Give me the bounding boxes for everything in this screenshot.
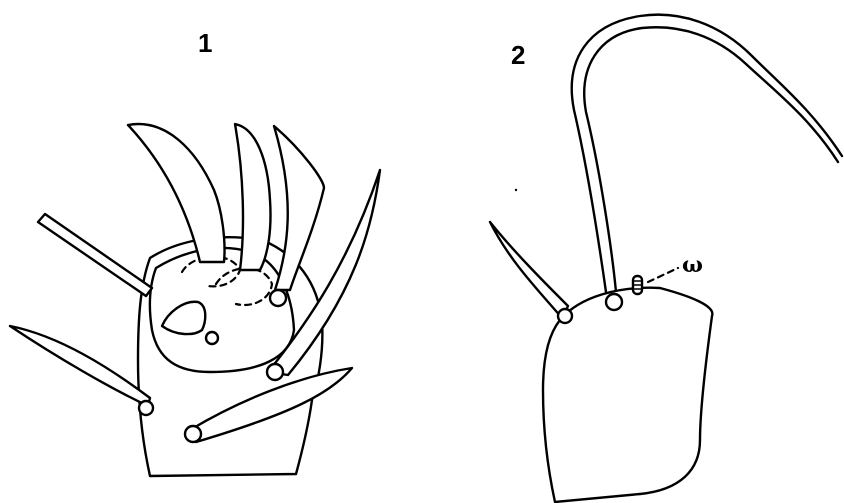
socket-right-upper: [270, 290, 286, 306]
rod-seta: [38, 214, 152, 296]
seta-left: [490, 222, 568, 318]
figure-2: 2 ω: [490, 15, 842, 502]
figure-2-label: 2: [511, 40, 525, 70]
figure-1-label: 1: [198, 28, 212, 58]
omega-label: ω: [682, 252, 703, 278]
socket-left-2: [558, 309, 572, 323]
curved-seta-left: [128, 124, 225, 262]
seta-left-lower: [10, 326, 150, 406]
solenidion: [633, 276, 642, 294]
socket-left: [139, 401, 153, 415]
socket-long-seta: [606, 294, 622, 310]
seta-right-upper: [274, 126, 324, 290]
stray-dot: [515, 189, 517, 191]
socket-bottom: [185, 426, 201, 442]
long-looping-seta-inner: [584, 27, 838, 292]
socket-right-mid: [267, 364, 283, 380]
leader-line: [648, 268, 678, 282]
figure-1: 1: [10, 28, 380, 476]
